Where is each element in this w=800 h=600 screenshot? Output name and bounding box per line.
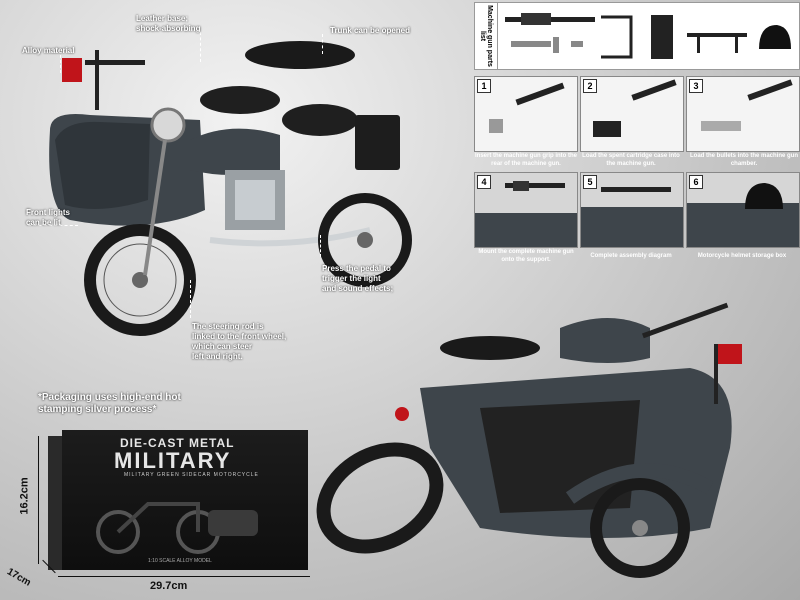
step-2-image xyxy=(593,79,677,137)
height-dimension: 16.2cm xyxy=(18,477,31,515)
step-5-caption: Complete assembly diagram xyxy=(590,253,672,259)
depth-dimension: 17cm xyxy=(4,566,33,589)
callout-leather-base: Leather base; shock-absorbing xyxy=(136,14,201,33)
step-1-panel: 1 xyxy=(474,76,578,152)
callout-pedal: Press the pedal to trigger the light and… xyxy=(322,264,394,293)
step-5-panel: 5 xyxy=(580,172,684,248)
step-3-caption: Load the bullets into the machine gun ch… xyxy=(690,153,799,167)
step-6-panel: 6 xyxy=(686,172,800,248)
step-3-image xyxy=(701,79,793,131)
callout-steering: The steering rod is linked to the front … xyxy=(192,322,287,361)
step-3-panel: 3 xyxy=(686,76,800,152)
box-motorcycle-image xyxy=(96,502,258,554)
width-dimension-line xyxy=(58,576,310,577)
callout-line xyxy=(60,55,61,73)
parts-icons xyxy=(505,13,791,59)
callout-line xyxy=(200,32,201,62)
step-4-image xyxy=(475,181,577,247)
step-number: 4 xyxy=(477,175,491,189)
step-1-image xyxy=(489,82,565,133)
box-title-line2: MILITARY xyxy=(114,448,232,473)
callout-alloy: Alloy material xyxy=(22,46,75,55)
packaging-note: *Packaging uses high-end hot stamping si… xyxy=(38,392,181,415)
red-flag xyxy=(62,58,82,82)
callout-front-lights: Front lights can be lit xyxy=(26,208,70,227)
step-6-caption: Motorcycle helmet storage box xyxy=(697,253,787,259)
step-4-panel: 4 xyxy=(474,172,578,248)
height-dimension-line xyxy=(38,436,39,564)
parts-list-panel: Machine gun parts list xyxy=(474,2,800,70)
step-number: 3 xyxy=(689,79,703,93)
step-number: 5 xyxy=(583,175,597,189)
callout-line xyxy=(322,34,323,54)
box-bottom-text: 1:10 SCALE ALLOY MODEL xyxy=(148,558,212,564)
step-2-panel: 2 xyxy=(580,76,684,152)
step-5-image xyxy=(581,187,683,247)
packaging-box: DIE-CAST METAL MILITARY MILITARY GREEN S… xyxy=(48,430,308,570)
rear-view-motorcycle-image xyxy=(316,302,742,578)
width-dimension: 29.7cm xyxy=(150,580,188,592)
box-title-line3: MILITARY GREEN SIDECAR MOTORCYCLE xyxy=(124,472,259,478)
step-number: 2 xyxy=(583,79,597,93)
callout-line xyxy=(28,225,78,226)
callout-line xyxy=(320,235,321,257)
box-title-line1: DIE-CAST METAL xyxy=(120,436,235,450)
step-number: 6 xyxy=(689,175,703,189)
step-4-caption: Mount the complete machine gun onto the … xyxy=(478,249,574,263)
callout-trunk: Trunk can be opened xyxy=(330,26,411,35)
parts-list-label: Machine gun parts list xyxy=(475,3,498,69)
step-number: 1 xyxy=(477,79,491,93)
step-6-image xyxy=(687,183,799,247)
step-1-caption: Insert the machine gun grip into the rea… xyxy=(474,153,577,167)
callout-line xyxy=(190,280,191,318)
step-2-caption: Load the spent cartridge case into the m… xyxy=(582,153,680,167)
